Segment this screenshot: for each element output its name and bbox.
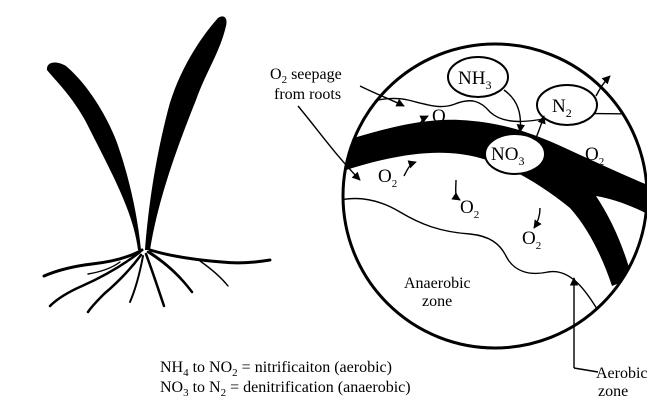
no3-bubble: NO3 (485, 134, 545, 174)
o2-arrow-5 (534, 208, 540, 228)
n2-label: N (552, 96, 566, 117)
n2-subscript: 2 (566, 106, 572, 120)
nh3-label: NH (458, 68, 486, 89)
caption: NH4 to NO2 = nitrificaiton (aerobic) NO3… (160, 359, 411, 399)
aerobic-pointer-tail (574, 368, 598, 372)
anaerobic-zone-label-1: Anaerobic (404, 275, 471, 292)
plant-roots (44, 250, 270, 312)
no3-subscript: 3 (518, 154, 524, 168)
seepage-word: seepage (287, 66, 342, 83)
o2-label-left: O2 (378, 166, 397, 190)
o2-seepage-callout: O2 seepage from roots (270, 66, 404, 180)
o2-arrow-2 (404, 162, 416, 176)
nh3-subscript: 3 (485, 78, 491, 92)
aerobic-zone-label-2: zone (598, 383, 628, 400)
seepage-o: O (270, 66, 282, 83)
plant-left-leaf (47, 63, 141, 250)
seepage-line2: from roots (274, 86, 341, 103)
arrow-nh3-to-no3 (504, 90, 520, 132)
o2-label-top: O2 (432, 106, 451, 130)
aerobic-zone-label-1: Aerobic (596, 365, 647, 382)
nh3-bubble: NH3 (448, 57, 508, 97)
plant-illustration (44, 16, 270, 312)
n2-bubble: N2 (537, 85, 597, 125)
seepage-arrow-2 (298, 106, 360, 180)
plant-right-leaf (145, 16, 227, 250)
no3-label: NO (491, 144, 518, 165)
caption-line-1: NH4 to NO2 = nitrificaiton (aerobic) (160, 359, 392, 379)
anaerobic-zone-label-2: zone (422, 293, 452, 310)
o2-label-center: O2 (460, 197, 479, 221)
magnified-root-zone: NH3 N2 NO3 O2 O2 O2 O2 O2 Anaerobic zone (340, 44, 647, 348)
o2-label-bottom: O2 (522, 228, 541, 252)
seepage-arrow-1 (360, 86, 404, 106)
caption-line-2: NO3 to N2 = denitrification (anaerobic) (160, 379, 411, 399)
aerobic-boundary-upper (345, 98, 647, 121)
o2-label-right: O2 (585, 144, 604, 168)
svg-text:O2 seepage: O2 seepage (270, 66, 342, 86)
